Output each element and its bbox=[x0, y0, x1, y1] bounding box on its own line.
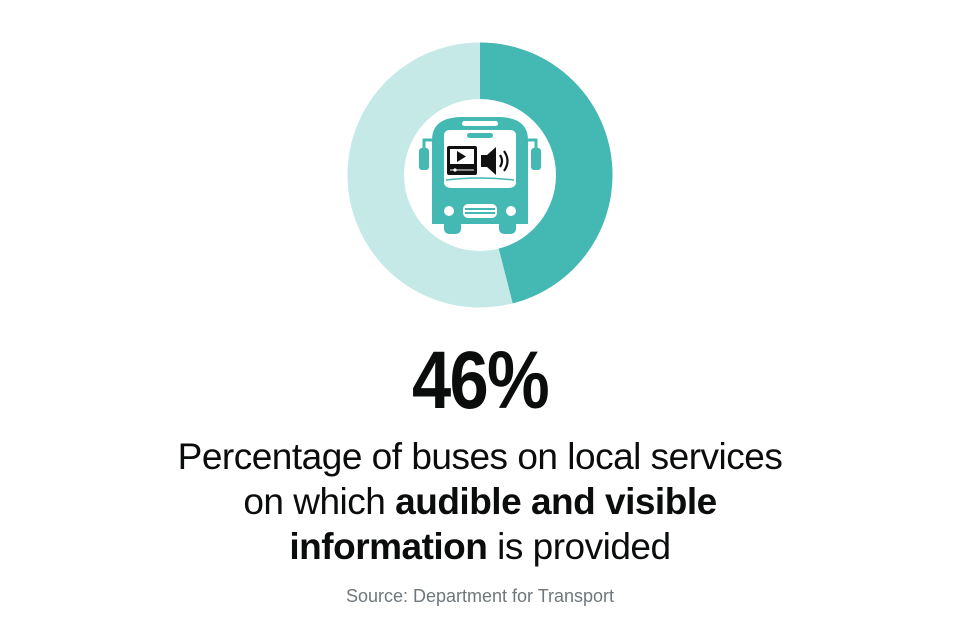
chart-description: Percentage of buses on local services on… bbox=[0, 434, 960, 569]
video-screen-icon bbox=[447, 146, 477, 175]
description-line-1: Percentage of buses on local services bbox=[177, 436, 783, 477]
description-line-2-bold: audible and visible bbox=[395, 481, 717, 522]
description-line-2: on which audible and visible bbox=[0, 479, 960, 524]
description-line-2-regular: on which bbox=[243, 481, 396, 522]
description-line-3-bold: information bbox=[289, 526, 488, 567]
headline-percentage: 46% bbox=[412, 335, 550, 426]
speaker-icon bbox=[481, 147, 509, 175]
donut-chart bbox=[347, 42, 613, 308]
description-line-3: information is provided bbox=[0, 524, 960, 569]
bus-icon bbox=[419, 117, 541, 234]
source-note: Source: Department for Transport bbox=[345, 586, 615, 606]
description-line-3-regular: is provided bbox=[487, 526, 671, 567]
donut-value-segment bbox=[347, 42, 613, 308]
